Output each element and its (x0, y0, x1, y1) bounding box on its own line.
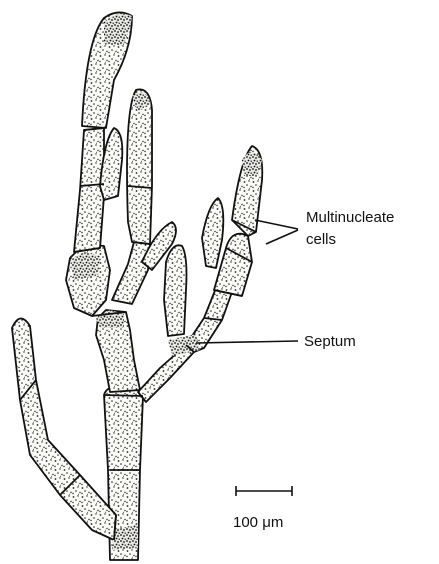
middle-tip-long (127, 89, 152, 244)
multinucleate-pointer-a (255, 220, 298, 229)
scale-bar (236, 486, 292, 496)
scale-bar-label: 100 μm (233, 514, 283, 531)
right-branch (138, 345, 194, 402)
middle-branch (112, 242, 150, 304)
septum-label: Septum (304, 333, 356, 350)
septum-pointer (196, 341, 298, 343)
upper-left-column (74, 128, 104, 252)
middle-right-tip (164, 245, 187, 336)
cells-label: cells (306, 231, 336, 248)
right-side-cell (202, 198, 223, 268)
multinucleate-label: Multinucleate (306, 209, 394, 226)
multinucleate-pointer-b (266, 230, 298, 244)
